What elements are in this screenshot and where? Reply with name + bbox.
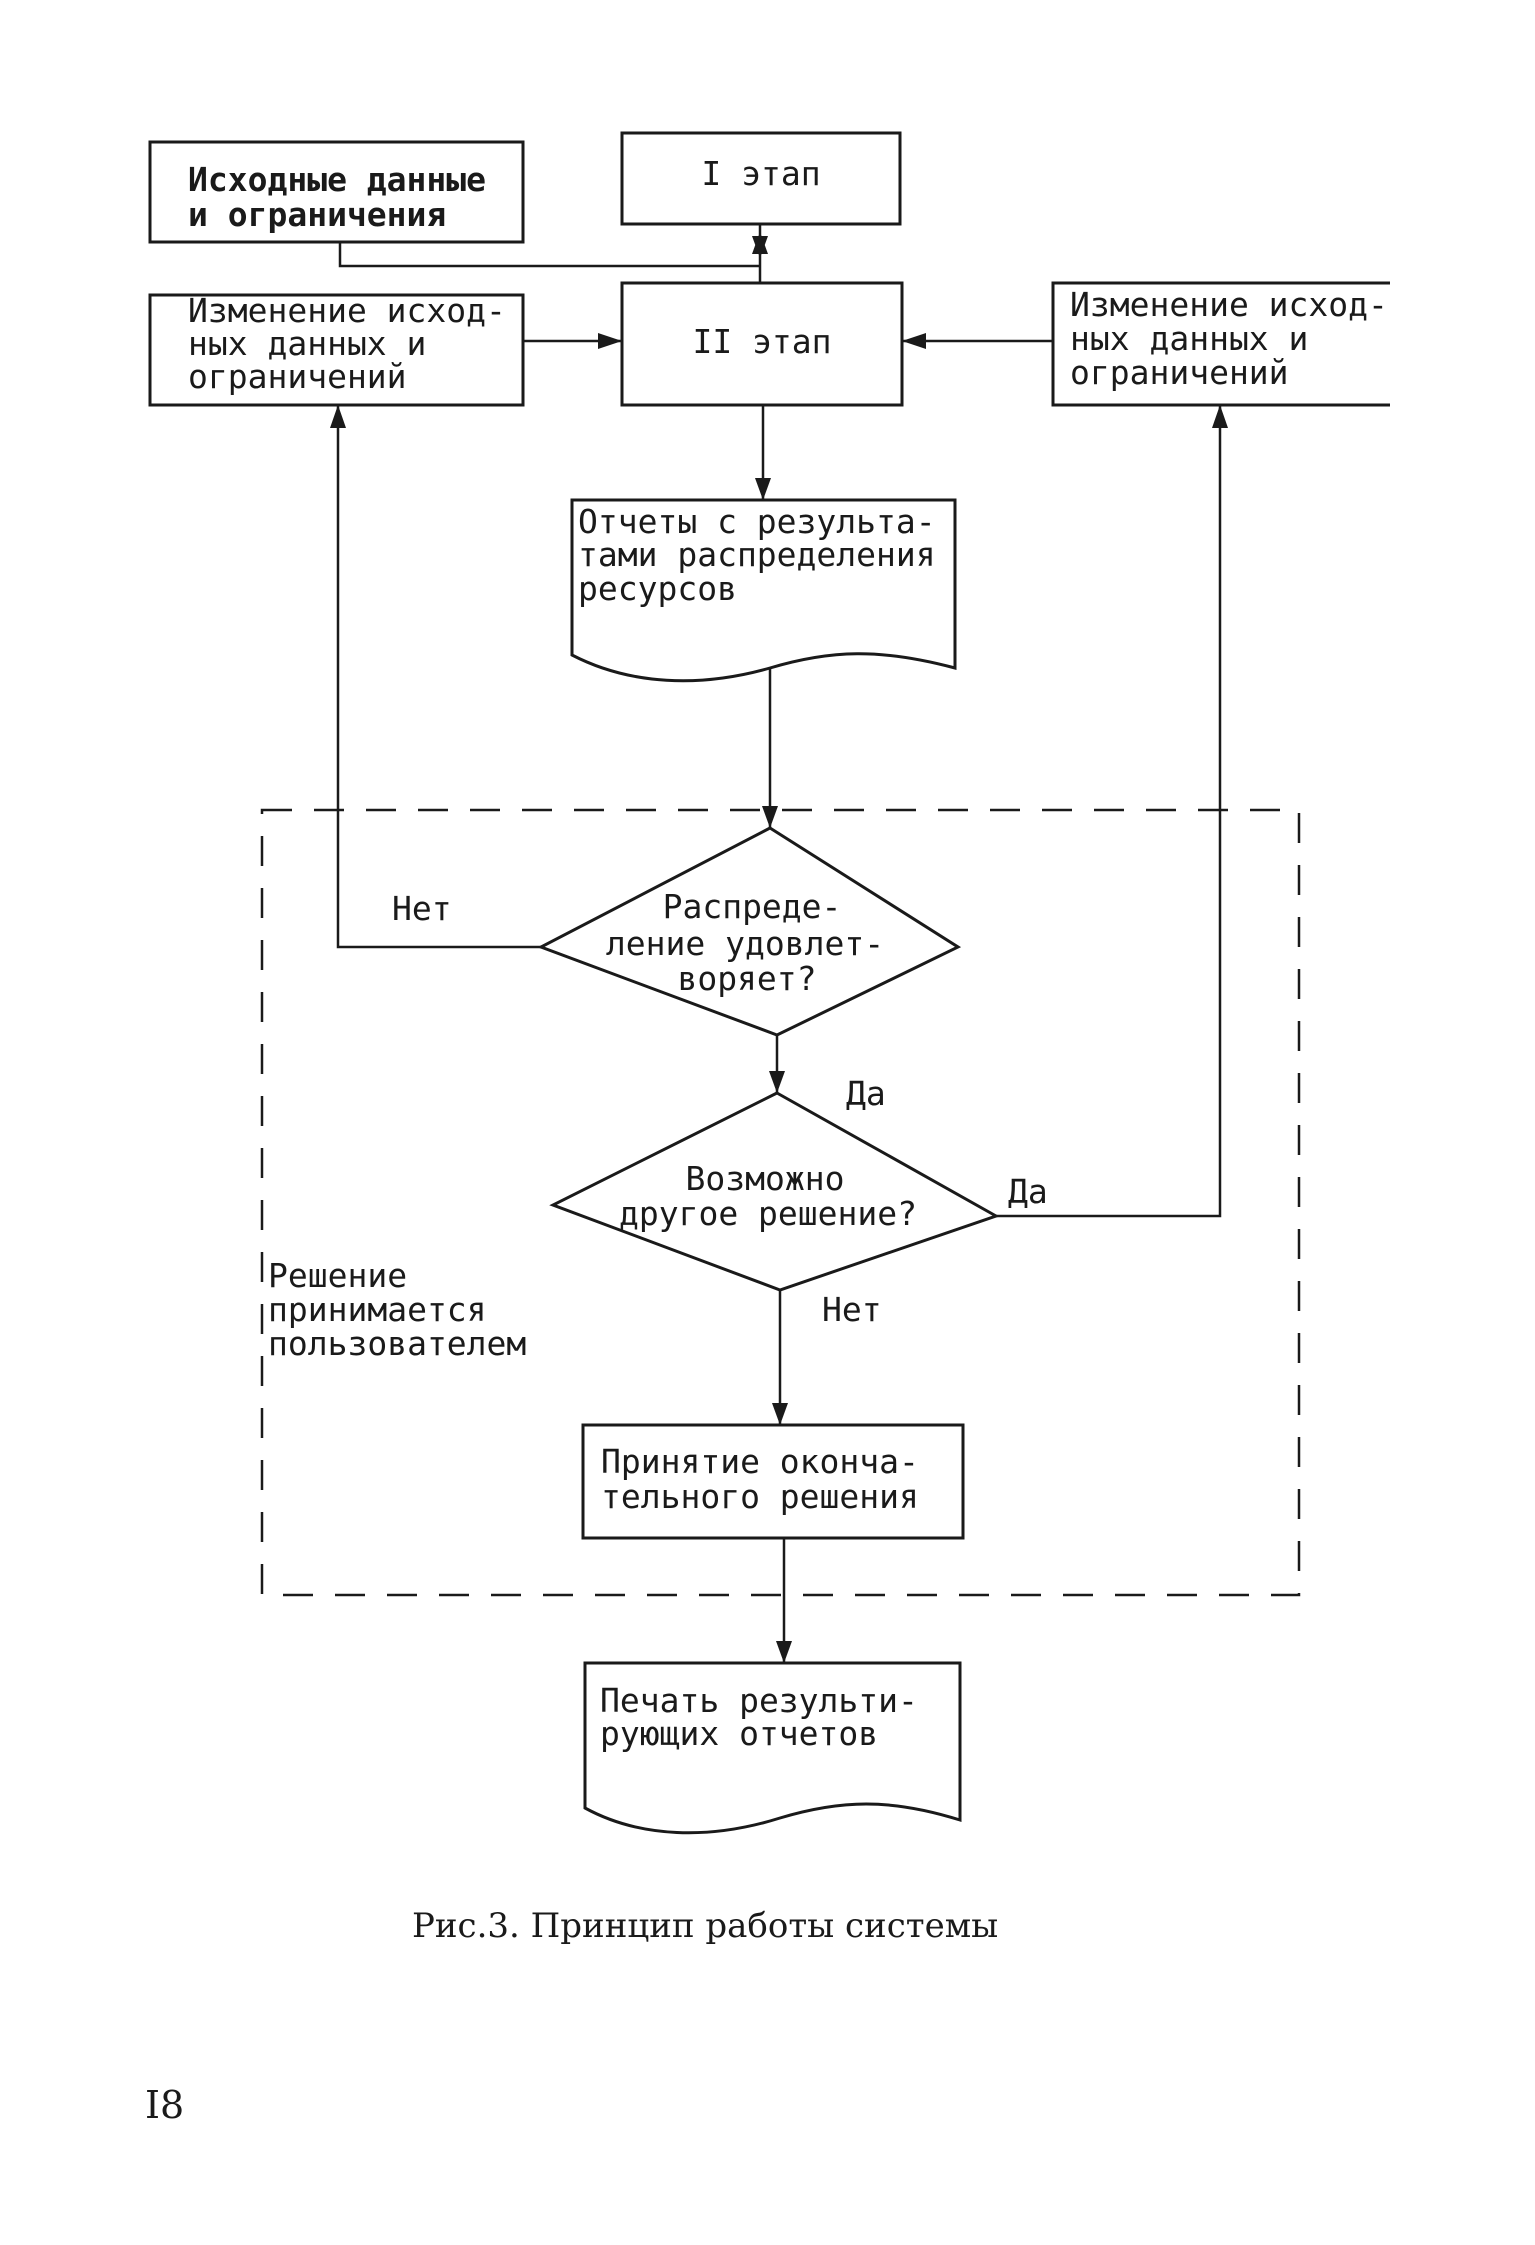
print-line-1: Печать результи- bbox=[600, 1681, 918, 1720]
page-number: I8 bbox=[145, 2083, 184, 2127]
print-document: Печать результи- рующих отчетов bbox=[583, 1661, 962, 1835]
decision2-line-2: другое решение? bbox=[619, 1194, 917, 1233]
connectors bbox=[330, 224, 1228, 1663]
stage1-box: I этап bbox=[620, 131, 902, 226]
user-decision-region bbox=[260, 808, 1301, 1597]
decision1-line-1: Распреде- bbox=[663, 887, 842, 926]
change-left-line-1: Изменение исход- bbox=[188, 291, 506, 330]
input-data-line-2: и ограничения bbox=[188, 195, 446, 234]
change-right-line-1: Изменение исход- bbox=[1070, 285, 1388, 324]
figure-caption: Рис.3. Принцип работы системы bbox=[412, 1906, 998, 1946]
arrow-to-decision2 bbox=[769, 1071, 785, 1093]
connector-decision1-no bbox=[336, 405, 541, 949]
decision2-line-1: Возможно bbox=[686, 1159, 845, 1198]
decision1-line-2: ление удовлет- bbox=[606, 924, 884, 963]
stage1-label: I этап bbox=[701, 154, 820, 193]
final-decision-line-2: тельного решения bbox=[601, 1477, 919, 1516]
decision-distribution-ok: Распреде- ление удовлет- воряет? bbox=[537, 826, 962, 1037]
reports-line-3: ресурсов bbox=[578, 569, 737, 608]
arrow-to-final-decision bbox=[772, 1403, 788, 1425]
change-right-line-3: ограничений bbox=[1070, 353, 1289, 392]
user-region-line-1: Решение bbox=[268, 1256, 407, 1295]
final-decision-box: Принятие оконча- тельного решения bbox=[581, 1423, 965, 1540]
change-left-line-2: ных данных и bbox=[188, 324, 426, 363]
connector-decision2-yes bbox=[996, 405, 1222, 1218]
stage2-box: II этап bbox=[620, 281, 904, 407]
arrow-left-change bbox=[598, 333, 622, 349]
input-data-line-1: Исходные данные bbox=[188, 160, 486, 199]
arrow-to-right-change bbox=[1212, 405, 1228, 428]
label-no-2: Нет bbox=[822, 1290, 882, 1329]
arrow-to-left-change bbox=[330, 405, 346, 428]
arrow-up-to-stage1 bbox=[752, 232, 768, 254]
input-data-box: Исходные данные и ограничения bbox=[148, 140, 525, 244]
reports-line-2: тами распределения bbox=[578, 535, 936, 574]
user-region-line-3: пользователем bbox=[268, 1324, 526, 1363]
label-no-1: Нет bbox=[392, 889, 452, 928]
arrow-to-print bbox=[776, 1641, 792, 1663]
label-yes-2: Да bbox=[1008, 1172, 1048, 1211]
decision1-line-3: воряет? bbox=[677, 959, 816, 998]
arrow-to-reports bbox=[755, 478, 771, 500]
arrow-to-decision1 bbox=[762, 806, 778, 828]
final-decision-line-1: Принятие оконча- bbox=[601, 1442, 919, 1481]
arrow-right-change bbox=[902, 333, 926, 349]
decision-other-solution: Возможно другое решение? bbox=[549, 1091, 1000, 1292]
label-yes-1: Да bbox=[846, 1074, 886, 1113]
connector-input-to-stage2 bbox=[338, 242, 760, 268]
user-region-line-2: принимается bbox=[268, 1290, 487, 1329]
change-left-line-3: ограничений bbox=[188, 357, 407, 396]
print-line-2: рующих отчетов bbox=[600, 1714, 878, 1753]
change-right-box: Изменение исход- ных данных и ограничени… bbox=[1051, 281, 1390, 407]
reports-line-1: Отчеты с результа- bbox=[578, 502, 936, 541]
change-right-line-2: ных данных и bbox=[1070, 319, 1308, 358]
change-left-box: Изменение исход- ных данных и ограничени… bbox=[148, 291, 525, 407]
reports-document: Отчеты с результа- тами распределения ре… bbox=[570, 498, 957, 683]
stage2-label: II этап bbox=[692, 322, 831, 361]
